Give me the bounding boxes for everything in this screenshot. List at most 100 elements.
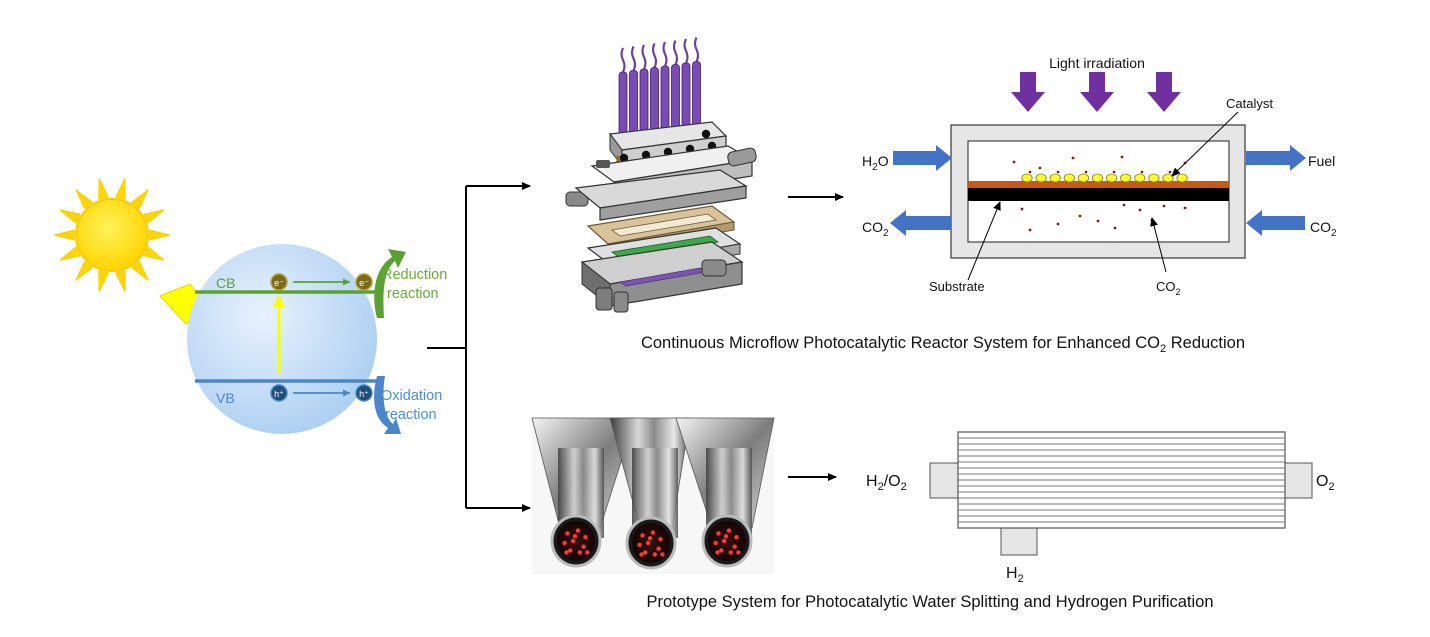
- photocatalyst-particle: [650, 530, 656, 535]
- photocatalyst-particle: [572, 534, 578, 539]
- lamp-wire: [672, 40, 679, 65]
- photocatalyst-particle: [726, 528, 732, 533]
- photocatalyst-particle: [585, 550, 590, 555]
- photocatalyst-particle: [645, 540, 651, 546]
- photocatalyst-particle: [643, 550, 648, 555]
- reactor-caption: Continuous Microflow Photocatalytic Reac…: [641, 334, 1245, 355]
- sun-ray: [130, 260, 149, 281]
- co2-particle: [1012, 160, 1016, 164]
- catalyst-particle: [1077, 173, 1090, 183]
- lamp-wire: [693, 37, 700, 62]
- sun-ray: [143, 246, 165, 261]
- catalyst-particle: [1134, 173, 1146, 183]
- photocatalyst-particle: [723, 534, 729, 539]
- sun-ray: [114, 269, 126, 292]
- co2-particle: [1028, 228, 1032, 232]
- separator-h2-port: [1000, 527, 1038, 556]
- reactor-schematic: Light irradiation Catalyst H2O Fuel CO2 …: [862, 55, 1337, 297]
- photocatalyst-particle: [734, 535, 739, 540]
- oxidation-label-line2: reaction: [385, 407, 437, 423]
- photocatalyst-particle: [728, 550, 733, 555]
- lamp-tube: [639, 68, 649, 138]
- photocatalyst-particle: [564, 550, 569, 555]
- sun-ray: [143, 209, 165, 224]
- co2-outlet-label: CO2: [862, 219, 889, 239]
- sun-ray: [98, 269, 110, 292]
- catalyst-label: Catalyst: [1226, 96, 1273, 111]
- catalyst-particle: [1120, 173, 1132, 183]
- photocatalyst-particle: [736, 550, 741, 555]
- catalyst-particle: [1106, 173, 1118, 183]
- lamp-wire: [683, 38, 689, 64]
- co2-particle: [1096, 219, 1100, 223]
- hole-target: [355, 384, 373, 402]
- sun-ray: [59, 209, 81, 224]
- photocatalyst-particle: [583, 535, 588, 540]
- lamp-tube: [671, 64, 680, 133]
- water-splitting-caption: Prototype System for Photocatalytic Wate…: [646, 593, 1213, 611]
- co2-outlet-arrow: [890, 210, 951, 236]
- catalyst-particle: [1162, 173, 1174, 183]
- electron-target: [355, 273, 373, 291]
- photocatalyst-particle: [637, 542, 642, 548]
- lamp-tube: [692, 61, 701, 130]
- catalyst-speck: [1028, 170, 1032, 174]
- photocatalyst-particle: [568, 548, 573, 553]
- photocatalyst-particle: [719, 548, 724, 553]
- tube-reactor-render: [531, 417, 775, 574]
- lamp-wire: [662, 41, 668, 67]
- catalyst-speck: [1140, 170, 1144, 174]
- substrate-top-layer: [968, 181, 1229, 188]
- lamp-wire: [641, 44, 647, 70]
- substrate-label: Substrate: [929, 279, 985, 294]
- oxidation-label-line1: Oxidation: [381, 388, 442, 404]
- light-arrow-2: [1080, 72, 1114, 112]
- inlet-h2-o2-label: H2/O2: [866, 473, 907, 493]
- co2-particle: [1078, 214, 1082, 218]
- photocatalyst-particle: [577, 550, 582, 555]
- light-arrow-1: [1011, 72, 1045, 112]
- photocatalyst-particle: [647, 536, 653, 541]
- co2-particle: [1138, 208, 1142, 212]
- co2-particle: [1020, 207, 1024, 211]
- separator-inlet-port: [929, 462, 961, 499]
- sun-ray: [75, 189, 94, 210]
- sun-ray: [53, 229, 75, 241]
- co2-particle: [1071, 156, 1075, 160]
- lamp-wire: [620, 47, 626, 73]
- cb-label: CB: [216, 275, 235, 291]
- photocatalyst-particle: [656, 546, 661, 551]
- lamp-tube: [618, 71, 628, 141]
- lamp-tube: [629, 70, 638, 139]
- catalyst-particle: [1049, 173, 1061, 183]
- sun-ray: [75, 260, 94, 281]
- co2-inlet-arrow: [1246, 210, 1305, 236]
- photocatalyst-particle: [570, 538, 576, 544]
- photocatalyst-particle: [732, 544, 737, 549]
- catalyst-particle: [1021, 173, 1033, 183]
- light-arrows: [1011, 72, 1181, 112]
- electron-source: [270, 273, 288, 291]
- photocatalyst-particle: [660, 552, 665, 557]
- outlet-o2-label: O2: [1316, 473, 1335, 493]
- sun-ray: [130, 189, 149, 210]
- sun-ray: [149, 229, 171, 241]
- photocatalyst-particle: [565, 531, 570, 536]
- lamp-tube: [660, 65, 670, 135]
- outlet-h2-label: H2: [1006, 565, 1024, 585]
- knob: [641, 150, 651, 160]
- catalyst-speck: [1056, 170, 1060, 174]
- photocatalyst-particle: [715, 550, 720, 555]
- catalyst-speck: [1084, 170, 1088, 174]
- catalyst-particle: [1148, 173, 1160, 183]
- photocatalyst-particle: [658, 537, 663, 542]
- knob: [619, 153, 629, 163]
- electron-source-symbol: e⁻: [274, 278, 284, 288]
- catalyst-particle: [1091, 173, 1104, 183]
- lamp-tube: [681, 62, 691, 132]
- photocatalyst-particle: [581, 544, 586, 549]
- co2-particle: [1056, 222, 1060, 226]
- h2o-label: H2O: [862, 153, 889, 173]
- photocatalyst-particle: [562, 540, 567, 546]
